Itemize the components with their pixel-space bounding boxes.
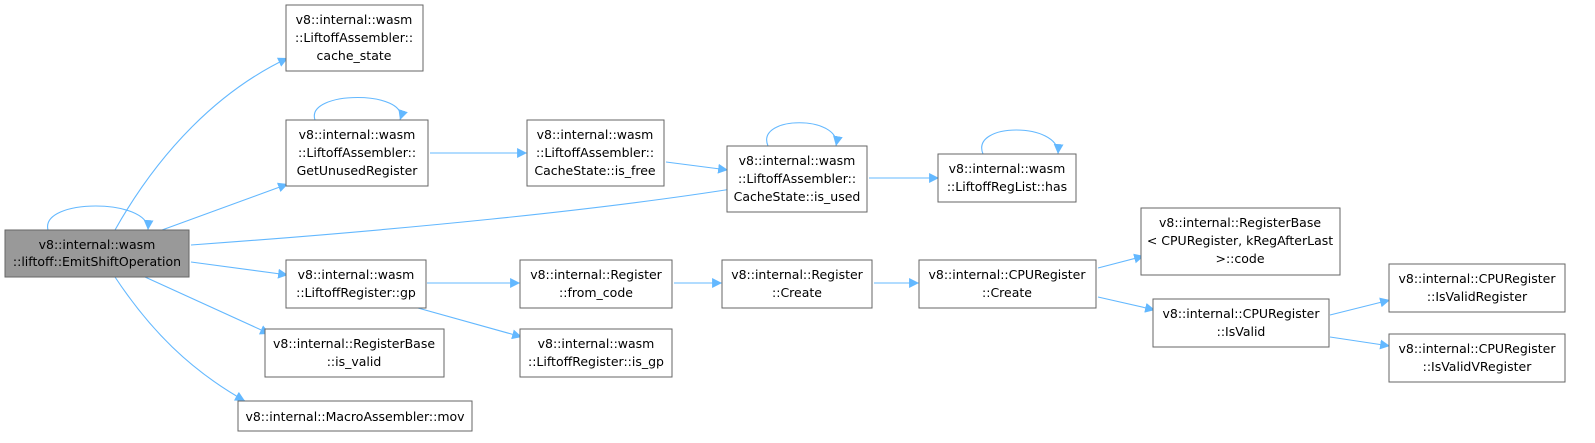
svg-text:v8::internal::CPURegister::IsV: v8::internal::CPURegister::IsValidRegist… [1398, 271, 1556, 304]
edge-lr-gp-to-is-gp [399, 302, 523, 340]
edge-cpu-create-to-rb-code [1097, 253, 1145, 269]
node-label-line: ::Create [982, 285, 1032, 300]
node-label-line: v8::internal::CPURegister [1162, 306, 1320, 321]
node-label-line: ::IsValidRegister [1427, 289, 1528, 304]
edge-emit-to-is-used [190, 184, 739, 246]
node-label-line: v8::internal::wasm [739, 153, 856, 168]
node-label-line: v8::internal::wasm [299, 127, 416, 142]
node-label-line: v8::internal::CPURegister [1398, 341, 1556, 356]
node-label-line: >::code [1215, 251, 1264, 266]
node-is-valid-register[interactable]: v8::internal::CPURegister::IsValidRegist… [1388, 263, 1566, 313]
node-label-line: ::LiftoffRegister::is_gp [528, 354, 664, 369]
node-label-line: v8::internal::Register [530, 267, 662, 282]
node-cpuregister-create[interactable]: v8::internal::CPURegister::Create [918, 259, 1097, 309]
edge-emit-to-get-unused [161, 182, 289, 231]
node-label-line: ::LiftoffRegList::has [947, 179, 1067, 194]
node-label-line: v8::internal::wasm [39, 237, 156, 252]
node-register-from-code[interactable]: v8::internal::Register::from_code [519, 259, 673, 309]
node-label-line: CacheState::is_used [734, 189, 861, 204]
node-label-line: ::IsValid [1217, 324, 1266, 339]
node-liftoff-register-gp[interactable]: v8::internal::wasm::LiftoffRegister::gp [285, 259, 427, 309]
edge-self-get-unused [314, 97, 408, 121]
edge-emit-to-lr-gp [190, 261, 289, 279]
edge-isvalid-to-is-valid-vregister [1329, 336, 1391, 350]
edges [47, 57, 1391, 402]
node-label-line: cache_state [317, 48, 392, 63]
node-label-line: CacheState::is_free [534, 163, 656, 178]
node-label-line: ::from_code [559, 285, 633, 300]
edge-emit-to-cache-state [114, 57, 289, 231]
node-label-line: v8::internal::wasm [298, 267, 415, 282]
node-label-line: GetUnusedRegister [297, 163, 419, 178]
node-cpuregister-isvalid[interactable]: v8::internal::CPURegister::IsValid [1152, 298, 1330, 348]
svg-text:v8::internal::CPURegister::Cre: v8::internal::CPURegister::Create [928, 267, 1086, 300]
svg-text:v8::internal::wasm::LiftoffAss: v8::internal::wasm::LiftoffAssembler::Ca… [734, 153, 861, 204]
svg-text:v8::internal::MacroAssembler::: v8::internal::MacroAssembler::mov [245, 409, 465, 424]
edge-isvalid-to-is-valid-register [1329, 297, 1391, 316]
node-label-line: v8::internal::wasm [296, 12, 413, 27]
edge-is-free-to-is-used [665, 161, 729, 174]
node-registerbase-code[interactable]: v8::internal::RegisterBase< CPURegister,… [1140, 207, 1341, 276]
node-macro-assembler-mov[interactable]: v8::internal::MacroAssembler::mov [237, 400, 473, 432]
svg-text:v8::internal::wasm::liftoff::E: v8::internal::wasm::liftoff::EmitShiftOp… [13, 237, 181, 269]
svg-text:v8::internal::CPURegister::IsV: v8::internal::CPURegister::IsValidVRegis… [1398, 341, 1556, 374]
node-label-line: ::Create [772, 285, 822, 300]
node-label-line: v8::internal::wasm [949, 161, 1066, 176]
svg-text:v8::internal::wasm::LiftoffAss: v8::internal::wasm::LiftoffAssembler::ca… [295, 12, 413, 63]
node-label-line: v8::internal::Register [731, 267, 863, 282]
node-label-line: v8::internal::wasm [538, 336, 655, 351]
node-register-create[interactable]: v8::internal::Register::Create [721, 259, 873, 309]
node-is-free[interactable]: v8::internal::wasm::LiftoffAssembler::Ca… [526, 119, 665, 187]
node-label-line: ::LiftoffAssembler:: [536, 145, 654, 160]
node-registerbase-is-valid[interactable]: v8::internal::RegisterBase::is_valid [264, 328, 445, 378]
node-label-line: v8::internal::CPURegister [928, 267, 1086, 282]
svg-text:v8::internal::RegisterBase::is: v8::internal::RegisterBase::is_valid [273, 336, 435, 369]
svg-text:v8::internal::RegisterBase< CP: v8::internal::RegisterBase< CPURegister,… [1147, 215, 1333, 266]
svg-text:v8::internal::wasm::LiftoffReg: v8::internal::wasm::LiftoffRegister::gp [296, 267, 416, 300]
svg-text:v8::internal::Register::from_c: v8::internal::Register::from_code [530, 267, 662, 300]
node-reglist-has[interactable]: v8::internal::wasm::LiftoffRegList::has [937, 153, 1077, 203]
edge-self-emit-shift [47, 205, 154, 231]
node-liftoff-register-is-gp[interactable]: v8::internal::wasm::LiftoffRegister::is_… [519, 328, 673, 378]
node-label-line: v8::internal::RegisterBase [1159, 215, 1321, 230]
svg-text:v8::internal::wasm::LiftoffReg: v8::internal::wasm::LiftoffRegList::has [947, 161, 1067, 194]
node-emit-shift-operation[interactable]: v8::internal::wasm::liftoff::EmitShiftOp… [4, 229, 190, 278]
node-label-line: ::liftoff::EmitShiftOperation [13, 254, 181, 269]
node-label-line: ::LiftoffAssembler:: [738, 171, 856, 186]
node-get-unused-register[interactable]: v8::internal::wasm::LiftoffAssembler::Ge… [285, 119, 429, 187]
node-label-line: v8::internal::RegisterBase [273, 336, 435, 351]
node-label-line: ::is_valid [327, 354, 382, 369]
node-label-line: v8::internal::MacroAssembler::mov [245, 409, 465, 424]
svg-text:v8::internal::wasm::LiftoffReg: v8::internal::wasm::LiftoffRegister::is_… [528, 336, 664, 369]
edge-self-has [981, 129, 1064, 155]
svg-text:v8::internal::Register::Create: v8::internal::Register::Create [731, 267, 863, 300]
node-label-line: ::LiftoffRegister::gp [296, 285, 416, 300]
svg-text:v8::internal::CPURegister::IsV: v8::internal::CPURegister::IsValid [1162, 306, 1320, 339]
svg-text:v8::internal::wasm::LiftoffAss: v8::internal::wasm::LiftoffAssembler::Ge… [297, 127, 419, 178]
node-label-line: v8::internal::wasm [537, 127, 654, 142]
edge-cpu-create-to-isvalid [1097, 296, 1156, 313]
node-is-used[interactable]: v8::internal::wasm::LiftoffAssembler::Ca… [726, 145, 868, 213]
node-label-line: ::LiftoffAssembler:: [295, 30, 413, 45]
node-is-valid-vregister[interactable]: v8::internal::CPURegister::IsValidVRegis… [1388, 333, 1566, 383]
edge-emit-to-mov [114, 276, 246, 402]
edge-self-is-used [766, 122, 843, 147]
node-cache-state[interactable]: v8::internal::wasm::LiftoffAssembler::ca… [285, 4, 424, 72]
node-label-line: ::LiftoffAssembler:: [298, 145, 416, 160]
node-label-line: ::IsValidVRegister [1423, 359, 1533, 374]
edge-emit-to-rb-is-valid [144, 276, 271, 335]
node-label-line: < CPURegister, kRegAfterLast [1147, 233, 1333, 248]
svg-text:v8::internal::wasm::LiftoffAss: v8::internal::wasm::LiftoffAssembler::Ca… [534, 127, 656, 178]
node-label-line: v8::internal::CPURegister [1398, 271, 1556, 286]
